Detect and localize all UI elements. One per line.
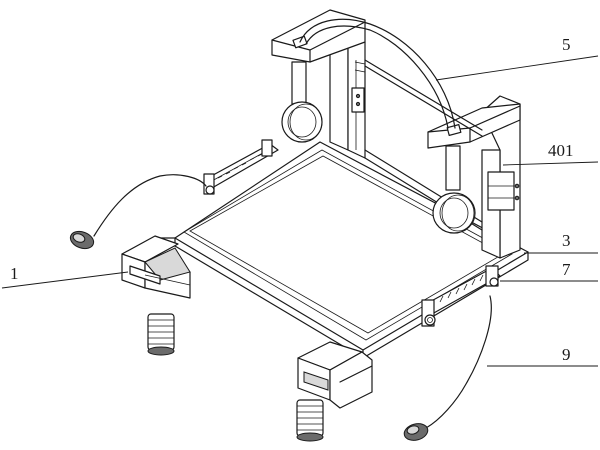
callout-9: 9	[562, 345, 571, 364]
left-screw-rail	[203, 139, 279, 195]
callout-1: 1	[10, 264, 19, 283]
front-clamp-block	[297, 341, 373, 409]
callout-3: 3	[562, 231, 571, 250]
right-screw-rail	[421, 265, 501, 327]
spring-foot-left	[147, 313, 175, 356]
callout-5: 5	[562, 35, 571, 54]
callout-401: 401	[548, 141, 574, 160]
right-holder-ring	[432, 145, 476, 234]
rear-right-pillar	[427, 95, 521, 259]
rear-left-pillar	[271, 9, 366, 159]
leader-lines	[1, 55, 599, 367]
left-holder-ring	[281, 61, 323, 143]
callout-7: 7	[562, 260, 571, 279]
left-cable	[69, 174, 207, 250]
arched-hose	[299, 18, 456, 129]
spring-foot-right	[296, 399, 324, 442]
right-cable	[403, 295, 492, 441]
left-clamp-block	[121, 235, 191, 299]
